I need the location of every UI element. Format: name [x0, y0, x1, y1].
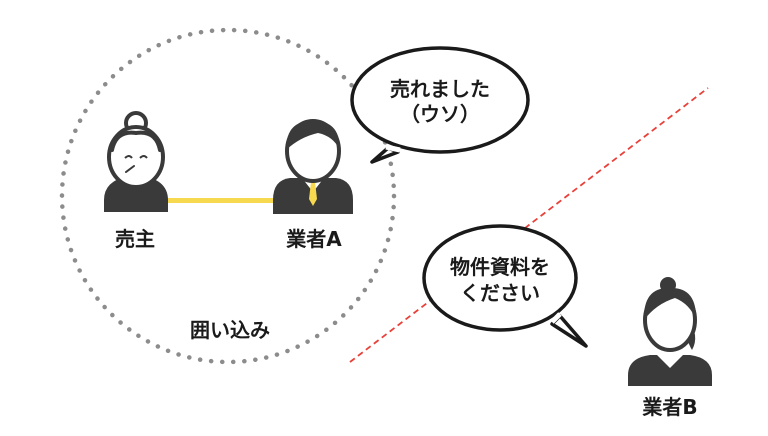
businessman-icon — [273, 119, 353, 214]
agent-a-label: 業者A — [286, 227, 342, 251]
elderly-woman-icon — [104, 111, 168, 212]
connection-line — [165, 198, 285, 203]
enclosure-label-backing — [178, 314, 284, 344]
agent-b-speech-bubble: 物件資料を ください — [422, 224, 588, 348]
agent-a-bubble-line-1: 売れました — [390, 77, 490, 101]
agent-b-bubble-line-1: 物件資料を — [450, 255, 550, 279]
seller-label: 売主 — [115, 227, 155, 251]
agent-a-speech-bubble: 売れました （ウソ） — [350, 46, 530, 164]
agent-a-bubble-line-2: （ウソ） — [400, 102, 480, 126]
agent-b-bubble-shape — [550, 314, 588, 348]
agent-a-figure — [273, 119, 353, 214]
enclosure-circle — [59, 27, 397, 365]
enclosure-label: 囲い込み — [190, 318, 270, 342]
agent-b-figure — [628, 277, 712, 386]
seller-figure — [104, 111, 168, 212]
agent-b-label: 業者B — [642, 395, 697, 419]
divider-line — [349, 87, 709, 363]
woman-icon — [628, 277, 712, 386]
agent-b-bubble-line-2: ください — [460, 281, 540, 305]
